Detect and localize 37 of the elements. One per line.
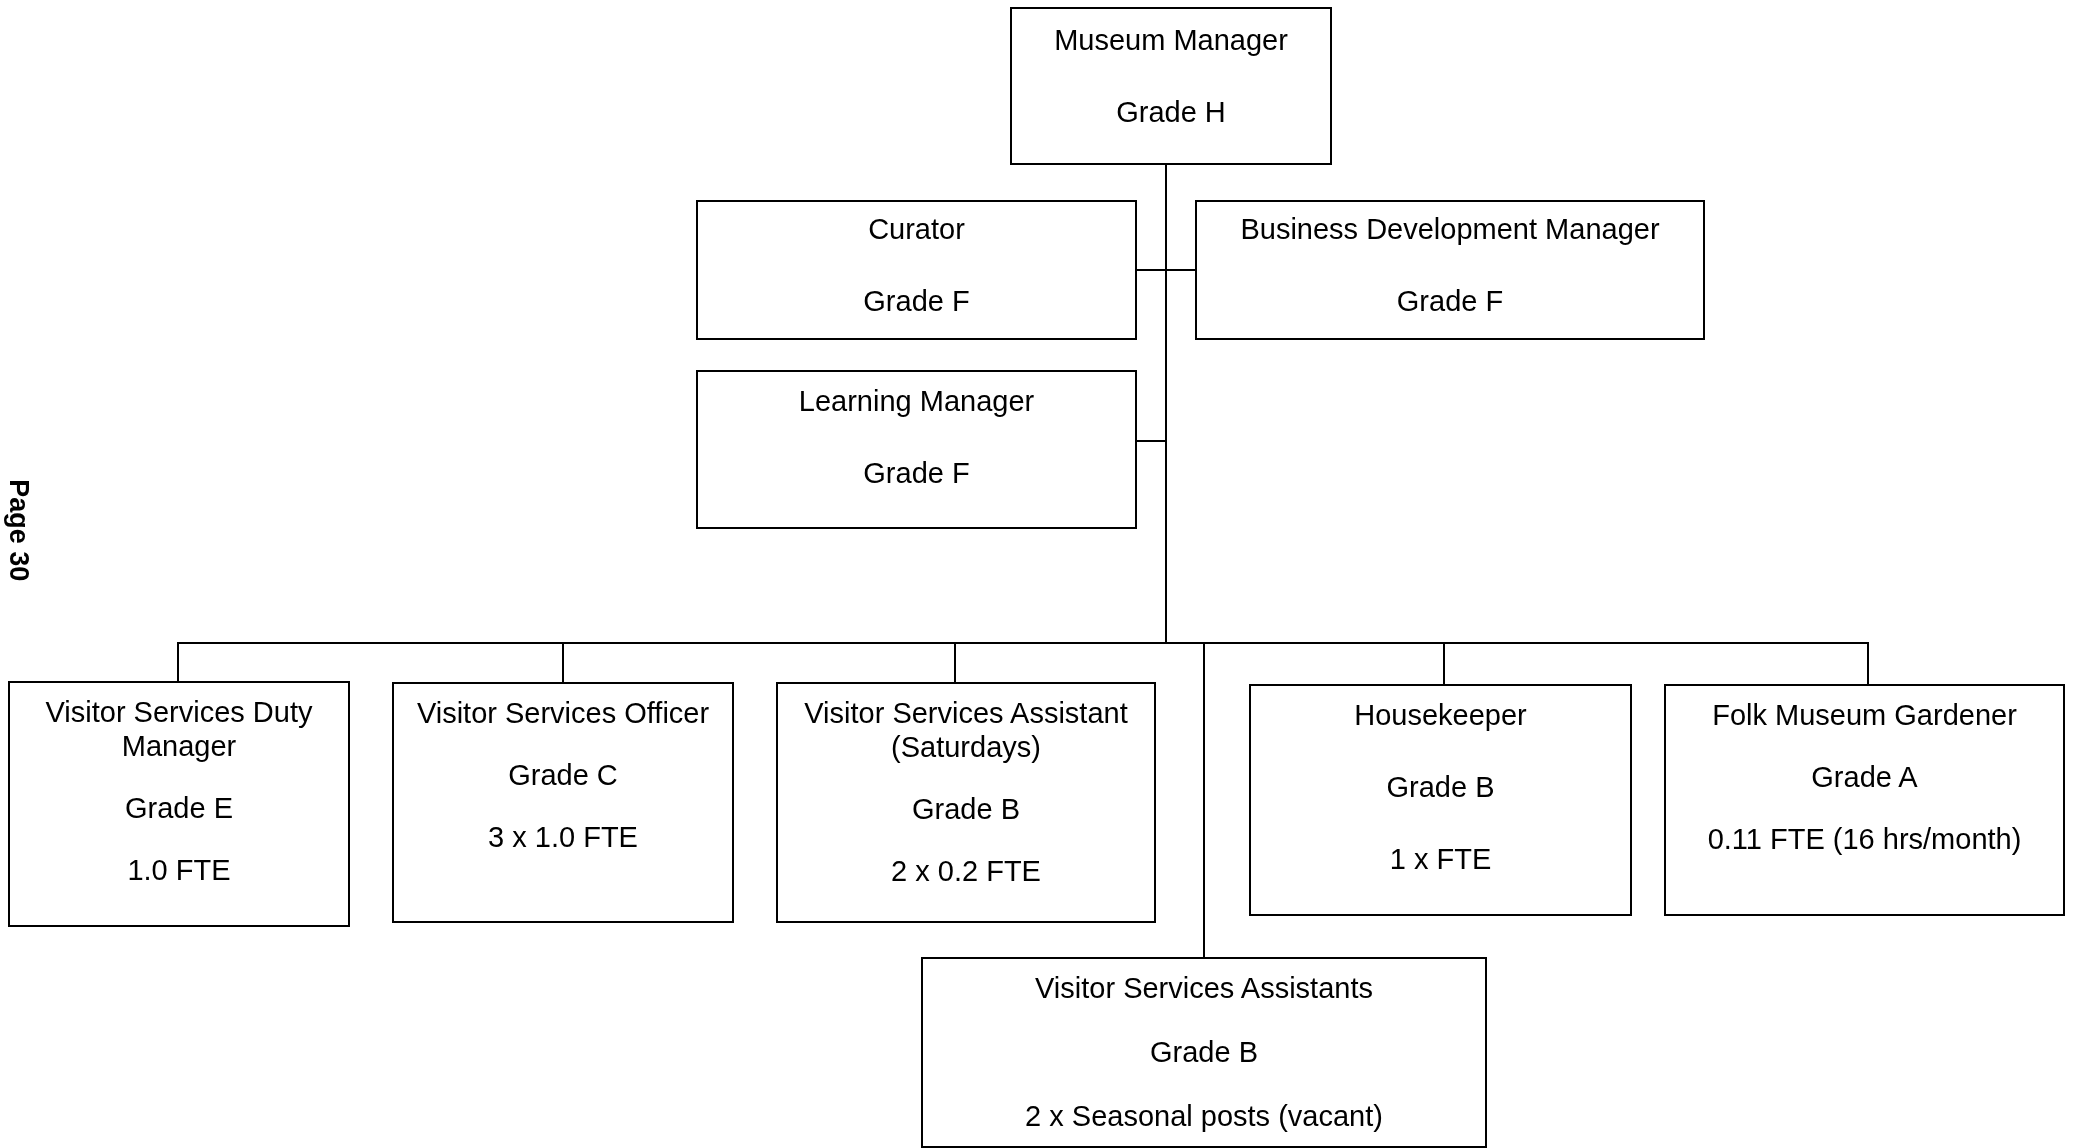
role-box bbox=[1010, 7, 1332, 165]
role-title: Visitor Services Officer bbox=[416, 696, 710, 730]
role-detail: 2 x 0.2 FTE bbox=[891, 854, 1041, 888]
role-title: Curator bbox=[868, 212, 965, 246]
role-detail: Grade H bbox=[1116, 95, 1226, 129]
role-title: Folk Museum Gardener bbox=[1712, 698, 2017, 732]
role-box bbox=[1664, 684, 2065, 916]
role-title: Museum Manager bbox=[1054, 23, 1288, 57]
role-detail: 2 x Seasonal posts (vacant) bbox=[1025, 1099, 1383, 1133]
role-title: Visitor Services Assistants bbox=[1035, 971, 1373, 1005]
role-detail: Grade B bbox=[912, 792, 1020, 826]
role-detail: 1 x FTE bbox=[1389, 842, 1492, 876]
role-box bbox=[8, 681, 350, 927]
role-detail: 3 x 1.0 FTE bbox=[488, 820, 638, 854]
role-detail: Grade C bbox=[508, 758, 618, 792]
role-detail: Grade E bbox=[125, 791, 233, 825]
role-detail: Grade A bbox=[1811, 760, 1918, 794]
role-detail: Grade F bbox=[1396, 284, 1504, 318]
role-title: Housekeeper bbox=[1354, 698, 1527, 732]
role-title: Visitor Services Assistant (Saturdays) bbox=[803, 696, 1129, 764]
role-title: Visitor Services Duty Manager bbox=[44, 695, 314, 763]
page-number: Page 30 bbox=[3, 479, 36, 582]
role-box bbox=[1195, 200, 1705, 340]
role-detail: 1.0 FTE bbox=[127, 853, 231, 887]
role-box bbox=[1249, 684, 1632, 916]
role-detail: Grade B bbox=[1150, 1035, 1258, 1069]
role-box bbox=[696, 200, 1137, 340]
role-box bbox=[392, 682, 734, 923]
role-box bbox=[776, 682, 1156, 923]
role-title: Learning Manager bbox=[798, 384, 1035, 418]
role-detail: Grade F bbox=[863, 456, 970, 490]
role-box bbox=[696, 370, 1137, 529]
role-detail: Grade F bbox=[863, 284, 970, 318]
role-detail: 0.11 FTE (16 hrs/month) bbox=[1707, 822, 2022, 856]
role-detail: Grade B bbox=[1386, 770, 1495, 804]
role-title: Business Development Manager bbox=[1240, 212, 1660, 246]
role-box bbox=[921, 957, 1487, 1148]
